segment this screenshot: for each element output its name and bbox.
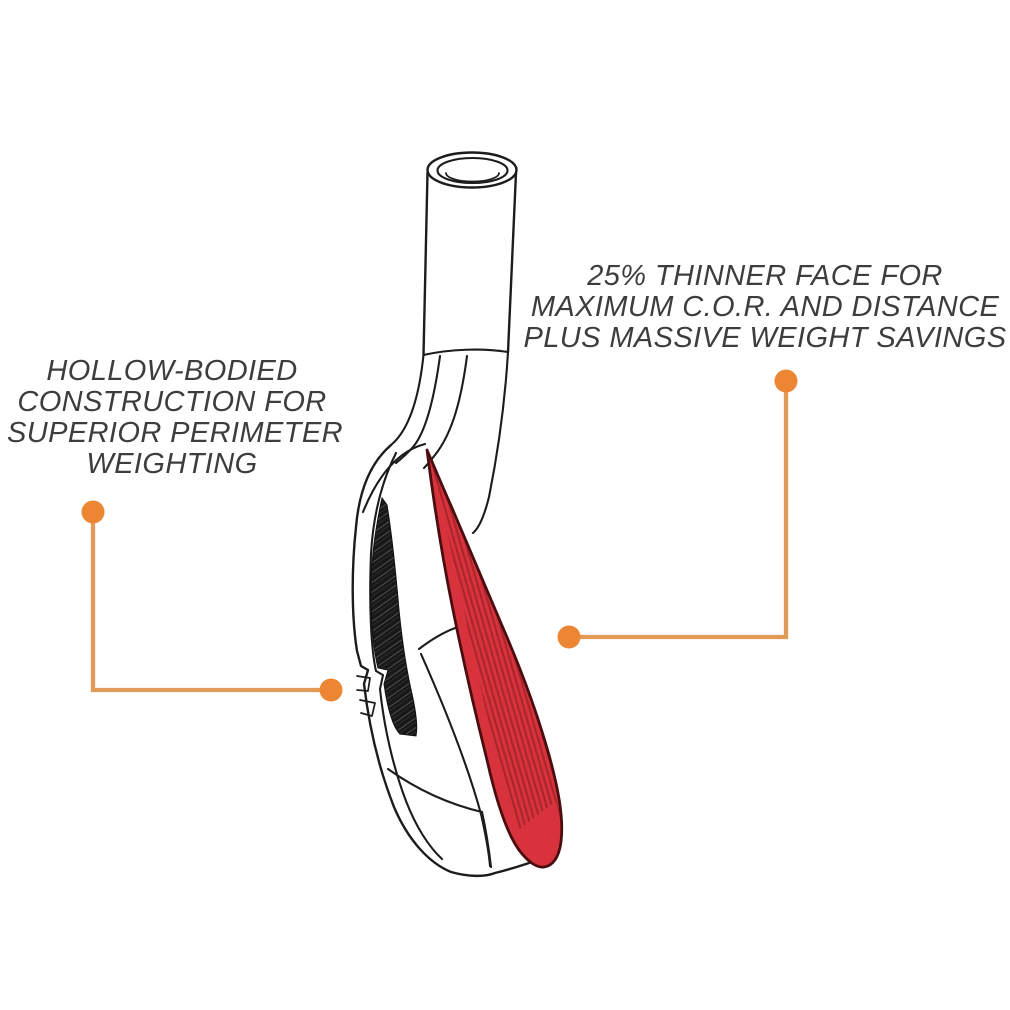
annotation-line: SUPERIOR PERIMETER (7, 417, 343, 449)
hollow-body-annotation: HOLLOW-BODIED CONSTRUCTION FOR SUPERIOR … (7, 355, 343, 480)
back-flange-step-1 (356, 675, 371, 692)
hollow-cavity-hatch (370, 496, 418, 737)
hosel-curve-outer-right (471, 350, 510, 535)
hosel-curve-outer-left (389, 353, 425, 447)
face-groove-striations (430, 458, 561, 861)
right-callout-connector (557, 369, 798, 649)
annotation-line: CONSTRUCTION FOR (17, 386, 327, 418)
shaft-bore-shadow (445, 172, 500, 183)
topline-curve (361, 442, 427, 514)
face-insert (425, 448, 564, 869)
shaft-tip-outer-rim (426, 151, 518, 189)
left-callout-line (90, 512, 331, 693)
thin-face-annotation: 25% THINNER FACE FOR MAXIMUM C.O.R. AND … (520, 261, 1010, 354)
annotation-line: WEIGHTING (86, 448, 258, 480)
sole-plate-right-edge (480, 810, 493, 869)
annotation-line: PLUS MASSIVE WEIGHT SAVINGS (523, 322, 1007, 354)
left-callout-target-dot-icon (319, 678, 343, 702)
shaft-right-edge (506, 171, 518, 354)
face-sole-tip-smooth (512, 802, 562, 868)
hosel-curve-inner-1 (394, 354, 442, 465)
right-callout-line (569, 381, 789, 640)
face-outline (425, 448, 564, 869)
cavity-opening-curve (417, 625, 460, 651)
shaft-tip-inner-rim (436, 156, 509, 185)
right-callout-target-dot-icon (557, 625, 581, 649)
left-callout-dot-icon (81, 500, 105, 524)
annotation-line: MAXIMUM C.O.R. AND DISTANCE (530, 291, 1000, 323)
head-back-outline (351, 443, 551, 878)
ferrule-line (422, 348, 510, 357)
left-callout-connector (81, 500, 343, 702)
shaft-and-hosel (389, 151, 518, 535)
sole-plate-top-edge (386, 767, 484, 814)
right-callout-dot-icon (774, 369, 798, 393)
head-body (351, 442, 551, 878)
annotation-line: 25% THINNER FACE FOR (587, 260, 943, 292)
hosel-curve-inner-2 (422, 354, 469, 470)
shaft-left-edge (422, 171, 429, 357)
inner-back-wall (369, 451, 444, 861)
back-flange-step-2 (359, 699, 376, 717)
annotation-line: HOLLOW-BODIED (46, 355, 298, 387)
